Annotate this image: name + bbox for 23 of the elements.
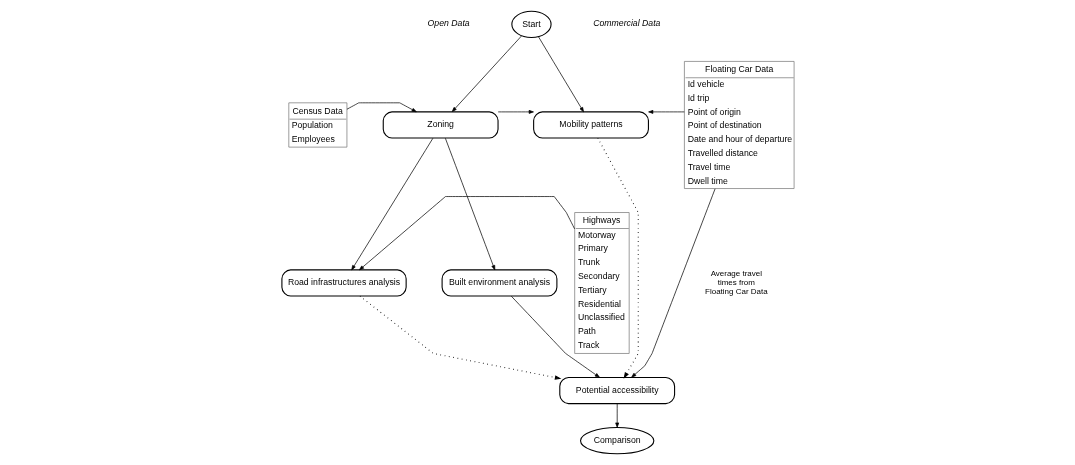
label: Open Data (427, 17, 470, 28)
arrow (346, 102, 417, 113)
arrow (444, 137, 495, 271)
node-box: Zoning (382, 111, 499, 139)
arrow (647, 110, 685, 114)
node-ellipse: Start (510, 10, 552, 38)
arrow (596, 137, 639, 379)
arrow (630, 188, 715, 378)
node-box: Potential accessibility (558, 376, 675, 405)
arrow (358, 196, 575, 271)
edge-label: Average travel times from Floating Car Data (704, 269, 768, 296)
arrow (350, 137, 433, 271)
arrow (614, 403, 619, 428)
arrow (537, 36, 584, 113)
node-ellipse: Comparison (579, 427, 654, 455)
node-box: Mobility patterns (532, 111, 649, 139)
arrow (451, 35, 522, 112)
arrow (358, 295, 561, 380)
node-box: Built environment analysis (441, 269, 557, 297)
label: Commercial Data (592, 17, 660, 28)
arrow (497, 110, 534, 114)
arrow (510, 295, 600, 378)
node-box: Road infrastructures analysis (280, 269, 407, 297)
